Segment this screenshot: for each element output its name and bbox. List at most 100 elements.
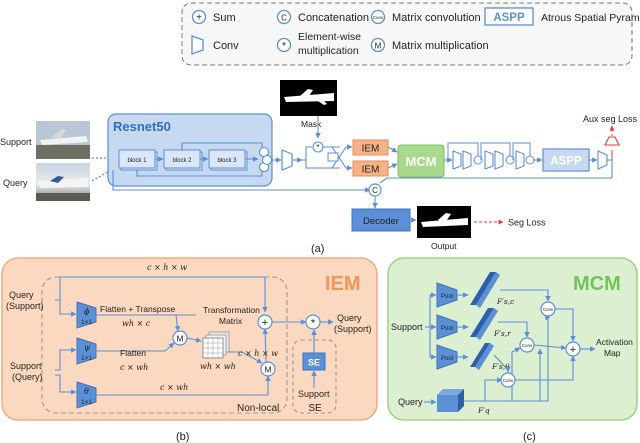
concat-icon bbox=[261, 154, 273, 166]
svg-text:ϕ: ϕ bbox=[84, 307, 90, 316]
feature-bar-3 bbox=[470, 343, 494, 370]
svg-text:Activation: Activation bbox=[596, 337, 633, 347]
aux-conv-icon bbox=[604, 136, 620, 146]
svg-text:C: C bbox=[372, 186, 378, 195]
query-label-c: Query bbox=[398, 397, 423, 407]
legend-matmult-label: Matrix multiplication bbox=[392, 40, 489, 52]
panel-c: MCM Support Query Pool Pool Pool F′s,c bbox=[387, 257, 638, 443]
aspp-legend-box bbox=[484, 7, 534, 26]
legend: + Sum C Concatenation Conv Matrix convol… bbox=[181, 2, 640, 66]
mask-label: Mask bbox=[301, 119, 322, 129]
svg-text:IEM: IEM bbox=[362, 144, 380, 155]
svg-text:block 1: block 1 bbox=[127, 158, 147, 164]
block-3: block 3 bbox=[208, 149, 248, 171]
panel-a: Support Query Resnet50 block 1 blo bbox=[0, 80, 638, 255]
sum-icon bbox=[525, 155, 535, 165]
svg-text:Flatten + Transpose: Flatten + Transpose bbox=[100, 304, 176, 314]
svg-text:SE: SE bbox=[308, 358, 320, 368]
svg-text:ASPP: ASPP bbox=[493, 12, 525, 24]
svg-text:C: C bbox=[281, 14, 287, 23]
seg-loss-label: Seg Loss bbox=[508, 218, 546, 228]
legend-sum-label: Sum bbox=[213, 12, 236, 24]
svg-text:*: * bbox=[282, 41, 286, 52]
svg-text:Decoder: Decoder bbox=[363, 216, 399, 227]
block-2: block 2 bbox=[163, 149, 203, 171]
block-1: block 1 bbox=[118, 149, 158, 171]
svg-text:M: M bbox=[375, 42, 382, 51]
support-image bbox=[36, 121, 90, 159]
svg-text:c × wh: c × wh bbox=[160, 383, 188, 392]
feature-label-2: F′s,r bbox=[493, 329, 511, 338]
svg-text:Query: Query bbox=[337, 313, 362, 323]
feature-bar-2 bbox=[470, 308, 498, 340]
feature-label-1: F′s,c bbox=[496, 297, 515, 306]
theta-conv-icon bbox=[76, 381, 97, 409]
svg-text:Conv: Conv bbox=[373, 15, 384, 20]
conv-icon bbox=[494, 150, 504, 170]
conv-icon bbox=[484, 150, 494, 170]
query-feature-block bbox=[437, 389, 464, 412]
conv-icon bbox=[515, 150, 525, 170]
svg-text:1×1: 1×1 bbox=[81, 399, 92, 406]
svg-text:1×1: 1×1 bbox=[81, 319, 92, 326]
svg-text:c × wh: c × wh bbox=[120, 363, 148, 372]
svg-text:Flatten: Flatten bbox=[120, 348, 146, 358]
pool-block-3 bbox=[436, 344, 458, 370]
svg-text:c × h × w: c × h × w bbox=[238, 349, 278, 358]
svg-text:*: * bbox=[311, 318, 316, 330]
svg-text:θ: θ bbox=[84, 387, 89, 396]
svg-text:ASPP: ASPP bbox=[550, 156, 582, 168]
iem-box-2 bbox=[352, 160, 389, 177]
legend-concat-label: Concatenation bbox=[298, 12, 369, 24]
legend-elemmult-label-1: Element-wise bbox=[298, 31, 361, 43]
svg-text:Query: Query bbox=[9, 290, 34, 300]
matrix-conv-icon bbox=[370, 9, 386, 25]
output-label: Output bbox=[431, 241, 457, 251]
se-label: SE bbox=[308, 403, 322, 414]
conv-icon bbox=[191, 35, 204, 55]
legend-conv-label: Conv bbox=[213, 40, 239, 52]
svg-text:*: * bbox=[316, 143, 319, 152]
svg-text:(Support): (Support) bbox=[6, 301, 44, 311]
feature-bar-1 bbox=[470, 272, 500, 308]
transformation-matrix-icon bbox=[202, 331, 230, 359]
legend-aspp-label: Atrous Spatial Pyramid Pooling bbox=[541, 12, 640, 24]
se-dashed-box bbox=[292, 339, 337, 414]
matrix-mult-icon bbox=[260, 361, 276, 377]
pool-block-2 bbox=[436, 314, 458, 340]
svg-text:ψ: ψ bbox=[84, 343, 91, 352]
svg-text:wh × c: wh × c bbox=[122, 319, 151, 328]
query-image bbox=[36, 163, 90, 201]
query-feature-label: F′q bbox=[477, 406, 490, 415]
sum-icon bbox=[191, 9, 207, 25]
caption-c: (c) bbox=[523, 431, 536, 443]
svg-text:+: + bbox=[196, 13, 202, 24]
svg-text:block 3: block 3 bbox=[217, 158, 237, 164]
svg-text:Conv: Conv bbox=[543, 307, 554, 312]
svg-text:(Query): (Query) bbox=[12, 372, 43, 382]
svg-text:Support: Support bbox=[298, 389, 330, 399]
svg-text:M: M bbox=[264, 365, 271, 375]
support-label-a: Support bbox=[0, 137, 32, 147]
svg-text:Pool: Pool bbox=[441, 356, 453, 362]
svg-text:MCM: MCM bbox=[405, 154, 436, 169]
svg-text:Matrix: Matrix bbox=[219, 316, 243, 326]
mcm-title: MCM bbox=[573, 273, 621, 295]
support-label-c: Support bbox=[391, 322, 423, 332]
svg-text:IEM: IEM bbox=[362, 165, 380, 176]
legend-elemmult-label-2: multiplication bbox=[298, 45, 359, 57]
legend-matconv-label: Matrix convolution bbox=[392, 12, 481, 24]
svg-text:Pool: Pool bbox=[441, 294, 453, 300]
mcm-box-a bbox=[397, 144, 445, 178]
elementwise-mult-icon bbox=[276, 37, 292, 53]
svg-text:1×1: 1×1 bbox=[81, 355, 92, 362]
nonlocal-label: Non-local bbox=[237, 403, 279, 414]
svg-text:Conv: Conv bbox=[503, 378, 514, 383]
svg-text:Support: Support bbox=[10, 361, 42, 371]
iem-title: IEM bbox=[325, 273, 361, 295]
resnet50-title: Resnet50 bbox=[113, 119, 171, 134]
svg-text:wh × wh: wh × wh bbox=[200, 362, 236, 371]
svg-text:+: + bbox=[262, 317, 268, 329]
svg-text:(Support): (Support) bbox=[334, 324, 372, 334]
